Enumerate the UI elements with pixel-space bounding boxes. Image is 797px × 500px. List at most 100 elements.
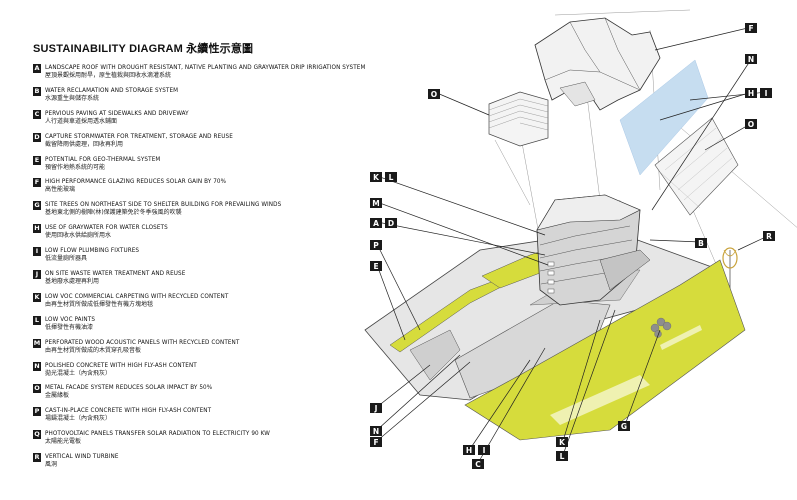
leader-lines: [376, 26, 771, 464]
legend-text-chinese: 拋光混凝土（內含飛灰）: [45, 369, 112, 377]
callout-letter: H: [466, 446, 472, 455]
callout-letter: C: [475, 460, 481, 469]
callout-badge: O: [428, 89, 440, 99]
callout-letter: L: [389, 173, 394, 182]
callout-badge: E: [370, 261, 382, 271]
callout-badge: M: [370, 198, 382, 208]
callout-letter: H: [748, 89, 754, 98]
legend-key-badge: R: [33, 453, 41, 463]
legend-item-d: D CAPTURE STORMWATER FOR TREATMENT, STORA…: [33, 132, 363, 156]
legend-key-badge: L: [33, 315, 41, 325]
site-trees: [650, 317, 672, 338]
legend-text-english: POTENTIAL FOR GEO-THERMAL SYSTEM: [45, 155, 161, 163]
callout-letter: O: [748, 120, 754, 129]
legend-text-english: HIGH PERFORMANCE GLAZING REDUCES SOLAR G…: [45, 178, 227, 186]
legend-key-badge: I: [33, 247, 41, 257]
legend-text-chinese: 由再生材質所做成的木質穿孔吸音板: [45, 346, 142, 354]
callout-badge: F: [745, 23, 757, 33]
legend-item-m: M PERFORATED WOOD ACOUSTIC PANELS WITH RE…: [33, 338, 363, 362]
callout-badge: O: [745, 119, 757, 129]
callout-badge: L: [385, 172, 397, 182]
callout-badge: F: [370, 437, 382, 447]
callout-letter: N: [373, 427, 379, 436]
legend-text-chinese: 使用回收水供給廁所用水: [45, 232, 112, 240]
callout-badge: L: [556, 451, 568, 461]
legend-item-n: N POLISHED CONCRETE WITH HIGH FLY-ASH CON…: [33, 361, 363, 385]
callout-letter: F: [748, 24, 753, 33]
callout-letter: F: [373, 438, 378, 447]
legend-key-badge: K: [33, 292, 41, 302]
legend-key-badge: J: [33, 270, 41, 280]
legend-text-chinese: 風洞: [45, 461, 58, 469]
legend-text-english: PERFORATED WOOD ACOUSTIC PANELS WITH REC…: [45, 338, 240, 346]
legend-text-chinese: 由再生材質所做成低揮發性有機方塊地毯: [45, 300, 154, 308]
callout-letter: M: [372, 199, 379, 208]
legend-key-badge: G: [33, 201, 41, 211]
legend-text-chinese: 場鑄混凝土（內含飛灰）: [45, 415, 112, 423]
callout-badge: I: [478, 445, 490, 455]
legend-text-english: USE OF GRAYWATER FOR WATER CLOSETS: [45, 224, 168, 232]
legend-key-badge: B: [33, 86, 41, 96]
legend-text-english: VERTICAL WIND TURBINE: [45, 453, 119, 461]
callout-badge: I: [760, 88, 772, 98]
legend-key-badge: O: [33, 384, 41, 394]
legend-text-chinese: 基地廢水處理再利用: [45, 278, 100, 286]
legend-key-badge: M: [33, 338, 41, 348]
callout-badge: N: [370, 426, 382, 436]
legend-key-badge: C: [33, 109, 41, 119]
legend-text-chinese: 截留降雨供處理，回收再利用: [45, 140, 124, 148]
legend-text-english: SITE TREES ON NORTHEAST SIDE TO SHELTER …: [45, 201, 282, 209]
legend-text-english: CAPTURE STORMWATER FOR TREATMENT, STORAG…: [45, 132, 233, 140]
callout-badge: N: [745, 54, 757, 64]
callout-badge: H: [463, 445, 475, 455]
legend-text-english: ON SITE WASTE WATER TREATMENT AND REUSE: [45, 270, 186, 278]
callout-badge: K: [370, 172, 382, 182]
callout-badge: H: [745, 88, 757, 98]
legend-text-chinese: 屋頂景觀採用耐旱，原生植栽與回收水滴灌系統: [45, 72, 172, 79]
callout-letter: K: [373, 173, 380, 182]
legend-key-badge: D: [33, 132, 41, 142]
callout-letter: A: [373, 219, 379, 228]
legend-key-badge: N: [33, 361, 41, 371]
callout-letter: D: [388, 219, 394, 228]
landscape-roof-strips: [389, 249, 746, 441]
legend-text-english: POLISHED CONCRETE WITH HIGH FLY-ASH CONT…: [45, 361, 197, 369]
legend-text-chinese: 高性能玻璃: [45, 186, 76, 194]
legend-text-chinese: 太陽能光電板: [45, 438, 82, 446]
legend-text-english: PHOTOVOLTAIC PANELS TRANSFER SOLAR RADIA…: [45, 430, 270, 438]
callout-badge: B: [695, 238, 707, 248]
callout-letter: G: [621, 422, 627, 431]
legend-item-g: G SITE TREES ON NORTHEAST SIDE TO SHELTER…: [33, 201, 363, 224]
roof-volume: [534, 17, 661, 111]
legend-text-english: CAST-IN-PLACE CONCRETE WITH HIGH FLY-ASH…: [45, 407, 212, 415]
callout-letter: I: [483, 446, 486, 455]
callout-badge: D: [385, 218, 397, 228]
legend-key-badge: Q: [33, 430, 41, 440]
callout-badge: R: [763, 231, 775, 241]
legend-text-chinese: 人行道與車道採用透水鋪面: [45, 117, 118, 125]
legend-item-j: J ON SITE WASTE WATER TREATMENT AND REUSE…: [33, 270, 363, 293]
main-building: [536, 194, 651, 306]
legend-text-chinese: 金屬緣板: [45, 392, 70, 400]
legend-text-english: LANDSCAPE ROOF WITH DROUGHT RESISTANT, N…: [45, 64, 366, 71]
callout-badge: P: [370, 240, 382, 250]
callout-letter: K: [559, 438, 566, 447]
callout-letter: L: [560, 452, 565, 461]
legend-text-english: METAL FACADE SYSTEM REDUCES SOLAR IMPACT…: [45, 384, 213, 392]
legend-text-chinese: 基地東北側的樹陣(林)保護建築免於冬季強風的吹襲: [45, 209, 182, 217]
title-english: SUSTAINABILITY DIAGRAM: [33, 43, 184, 55]
legend-key-badge: E: [33, 155, 41, 165]
legend-text-english: LOW FLOW PLUMBING FIXTURES: [45, 247, 140, 255]
callout-letter: J: [374, 404, 378, 413]
legend-item-o: O METAL FACADE SYSTEM REDUCES SOLAR IMPAC…: [33, 384, 363, 407]
